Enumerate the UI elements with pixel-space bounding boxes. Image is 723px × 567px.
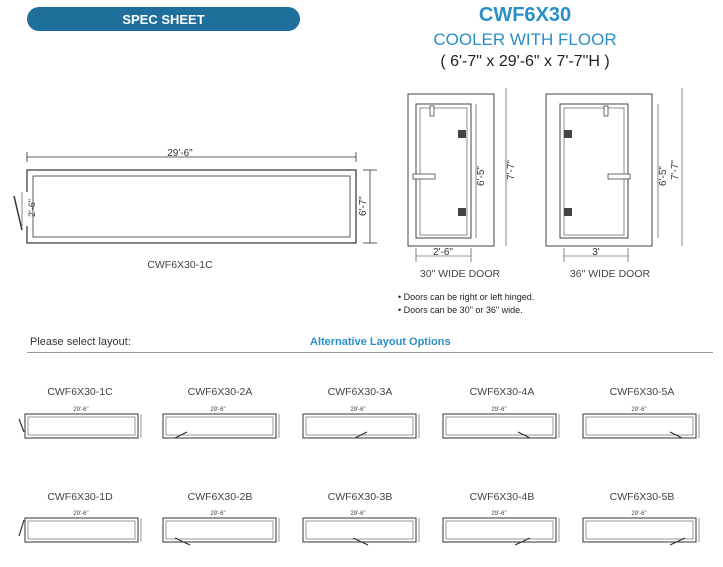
layout-row-2[interactable]: 29'-6" 29'-6" 29'-6" 29'-6" 29'-6" bbox=[15, 506, 715, 550]
svg-text:2'-6": 2'-6" bbox=[433, 247, 453, 258]
door-notes: Doors can be right or left hinged. Doors… bbox=[398, 291, 535, 317]
model-subtitle: COOLER WITH FLOOR bbox=[433, 30, 617, 49]
svg-text:29'-6": 29'-6" bbox=[491, 407, 506, 413]
door-swing-icon bbox=[13, 195, 23, 231]
layout-option-label[interactable]: CWF6X30-4A bbox=[469, 386, 535, 398]
layout-thumb-1C: 29'-6" bbox=[18, 407, 142, 439]
svg-text:7'-7": 7'-7" bbox=[670, 160, 681, 180]
layout-option-label[interactable]: CWF6X30-3A bbox=[327, 386, 393, 398]
door-30-elevation: 6'-5" 7'-7" 2'-6" bbox=[407, 88, 517, 262]
layout-thumb-4A: 29'-6" bbox=[442, 407, 560, 439]
svg-text:3': 3' bbox=[592, 247, 600, 258]
svg-text:7'-7": 7'-7" bbox=[506, 160, 517, 180]
svg-text:29'-6": 29'-6" bbox=[491, 511, 506, 517]
plan-width-label: 6'-7" bbox=[358, 196, 369, 216]
svg-text:29'-6": 29'-6" bbox=[631, 511, 646, 517]
layout-option-label[interactable]: CWF6X30-5B bbox=[609, 491, 675, 503]
svg-text:6'-5": 6'-5" bbox=[476, 166, 487, 186]
layout-option-label[interactable]: CWF6X30-2A bbox=[187, 386, 253, 398]
plan-caption: CWF6X30-1C bbox=[147, 259, 213, 271]
svg-text:29'-6": 29'-6" bbox=[350, 511, 365, 517]
note-item: Doors can be right or left hinged. bbox=[398, 291, 535, 304]
door-36-elevation: 6'-5" 7'-7" 3' bbox=[545, 88, 683, 262]
layout-thumb-3B: 29'-6" bbox=[302, 511, 420, 546]
alternative-layout-heading: Alternative Layout Options bbox=[310, 336, 451, 348]
layout-thumb-2A: 29'-6" bbox=[162, 407, 280, 439]
svg-text:29'-6": 29'-6" bbox=[210, 511, 225, 517]
plan-door-label: 2'-6" bbox=[27, 199, 37, 217]
layout-thumb-5B: 29'-6" bbox=[582, 511, 700, 546]
handle-icon bbox=[412, 173, 436, 180]
layout-thumb-4B: 29'-6" bbox=[442, 511, 560, 546]
layout-thumb-5A: 29'-6" bbox=[582, 407, 700, 439]
handle-icon bbox=[607, 173, 631, 180]
layout-thumb-3A: 29'-6" bbox=[302, 407, 420, 439]
hinge-icon bbox=[458, 130, 466, 138]
door-30-caption: 30" WIDE DOOR bbox=[419, 268, 501, 280]
layout-option-label[interactable]: CWF6X30-5A bbox=[609, 386, 675, 398]
model-dimensions: ( 6'-7" x 29'-6" x 7'-7"H ) bbox=[440, 53, 610, 70]
layout-thumb-2B: 29'-6" bbox=[162, 511, 280, 546]
hinge-icon bbox=[458, 208, 466, 216]
layout-row-1[interactable]: 29'-6" 29'-6" 29'-6" 29'-6" 29'-6" bbox=[15, 402, 715, 442]
svg-text:29'-6": 29'-6" bbox=[350, 407, 365, 413]
svg-text:29'-6": 29'-6" bbox=[73, 511, 88, 517]
svg-text:29'-6": 29'-6" bbox=[73, 407, 88, 413]
main-floor-plan: 29'-6" 6'-7" 2'-6" bbox=[13, 148, 377, 244]
layout-option-label[interactable]: CWF6X30-1C bbox=[47, 386, 113, 398]
svg-text:6'-5": 6'-5" bbox=[658, 166, 669, 186]
layout-option-label[interactable]: CWF6X30-4B bbox=[469, 491, 535, 503]
section-divider bbox=[27, 352, 713, 353]
layout-option-label[interactable]: CWF6X30-1D bbox=[47, 491, 113, 503]
hinge-icon bbox=[564, 208, 572, 216]
door-36-caption: 36" WIDE DOOR bbox=[569, 268, 651, 280]
svg-text:29'-6": 29'-6" bbox=[210, 407, 225, 413]
note-item: Doors can be 30" or 36" wide. bbox=[398, 304, 534, 317]
plan-length-label: 29'-6" bbox=[167, 148, 193, 159]
select-layout-label: Please select layout: bbox=[30, 336, 131, 348]
svg-text:29'-6": 29'-6" bbox=[631, 407, 646, 413]
model-title: CWF6X30 bbox=[478, 4, 572, 26]
layout-option-label[interactable]: CWF6X30-3B bbox=[327, 491, 393, 503]
layout-thumb-1D: 29'-6" bbox=[18, 511, 142, 543]
hinge-icon bbox=[564, 130, 572, 138]
spec-sheet-banner: SPEC SHEET bbox=[27, 7, 300, 31]
layout-option-label[interactable]: CWF6X30-2B bbox=[187, 491, 253, 503]
